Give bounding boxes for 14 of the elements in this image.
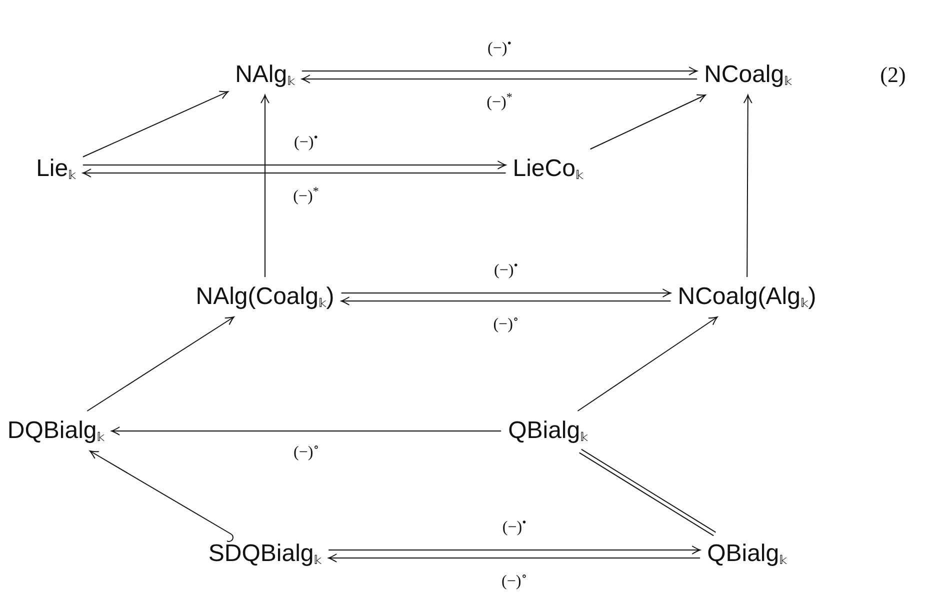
equality-line bbox=[578, 448, 716, 536]
equation-number: (2) bbox=[880, 62, 906, 88]
category-label: QBialg$_{𝕜}$ bbox=[706, 540, 788, 568]
category-label: Lie$_{𝕜}$ bbox=[35, 155, 77, 183]
category-label: NAlg(Coalg$_{𝕜}$) bbox=[194, 283, 336, 311]
category-label: NCoalg$_{𝕜}$ bbox=[703, 61, 793, 89]
category-label: SDQBialg$_{𝕜}$ bbox=[207, 540, 323, 568]
category-label: NCoalg(Alg$_{𝕜}$) bbox=[676, 283, 818, 311]
edge-label: (−)$^{*}$ bbox=[291, 184, 321, 206]
edge-label: (−)$^{*}$ bbox=[484, 90, 514, 112]
category-label: NAlg$_{𝕜}$ bbox=[234, 61, 296, 89]
category-label: LieCo$_{𝕜}$ bbox=[512, 155, 584, 183]
category-label: DQBialg$_{𝕜}$ bbox=[6, 417, 106, 445]
category-label: QBialg$_{𝕜}$ bbox=[507, 417, 589, 445]
